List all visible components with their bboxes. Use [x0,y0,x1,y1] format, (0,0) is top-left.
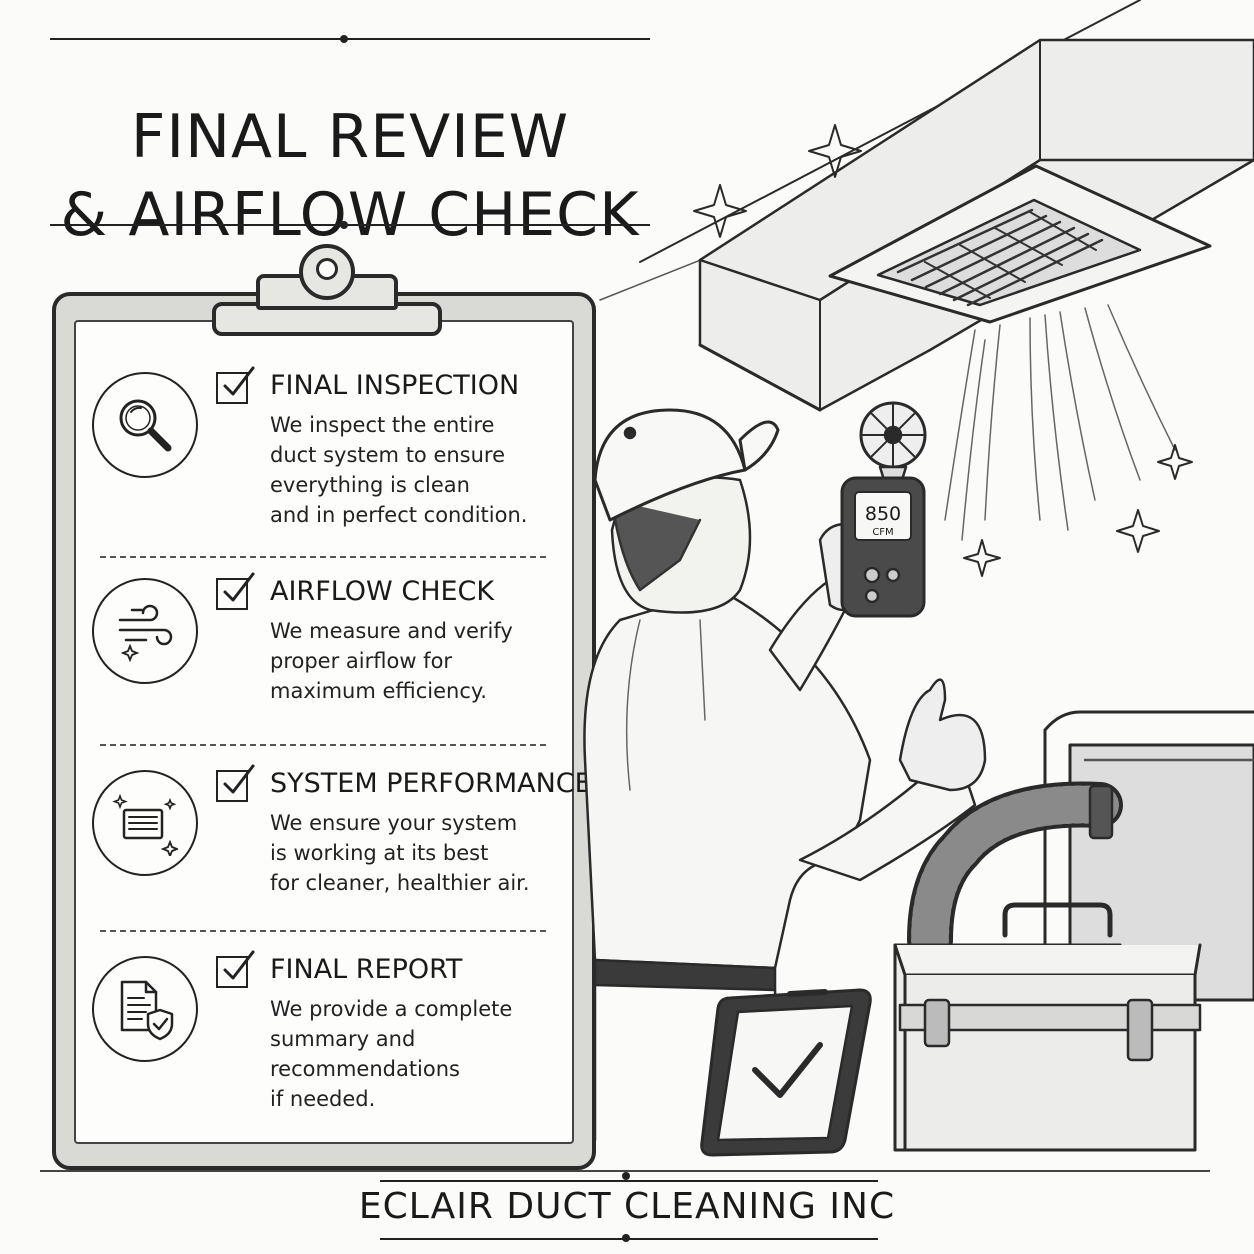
footer-dot [622,1234,630,1242]
vent-sparkle-icon [92,770,198,876]
clipboard-clip [212,244,442,336]
checkbox-checked [216,366,255,404]
airflow-lines [944,304,1176,541]
item-heading: FINAL REPORT [270,954,463,985]
item-description: We provide a complete summary and recomm… [270,997,513,1111]
divider [100,556,546,558]
checkbox-checked [216,572,255,610]
item-description: We measure and verify proper airflow for… [270,619,513,703]
footer-dot [622,1172,630,1180]
title-rule-bottom [50,221,650,229]
footer-rule-top [380,1180,878,1182]
floor-line [40,1170,1210,1172]
title-line-2: & AIRFLOW CHECK [60,180,640,251]
item-heading: AIRFLOW CHECK [270,576,495,607]
checkbox-checked [216,950,255,988]
item-heading: FINAL INSPECTION [270,370,520,401]
item-description: We ensure your system is working at its … [270,811,530,895]
sparkle-icon [693,124,1193,577]
page-title: FINAL REVIEW & AIRFLOW CHECK [50,98,650,254]
technician-illustration: 850 CFM [583,0,1254,1157]
item-description: We inspect the entire duct system to ens… [270,413,528,527]
title-rule-top [50,35,650,43]
meter-unit: CFM [872,527,893,538]
checkbox-checked [216,764,255,802]
anemometer: 850 CFM [840,401,927,618]
divider [100,744,546,746]
tablet-checkmark [700,988,872,1157]
company-name: ECLAIR DUCT CLEANING INC [358,1186,896,1227]
magnifier-icon [92,372,198,478]
toolbox [893,902,1202,1152]
title-line-1: FINAL REVIEW [130,102,570,173]
ceiling-vent [828,164,1212,324]
report-shield-icon [92,956,198,1062]
vacuum-hose [907,781,1123,963]
meter-reading: 850 [865,503,901,525]
airflow-icon [92,578,198,684]
item-heading: SYSTEM PERFORMANCE [270,768,592,799]
divider [100,930,546,932]
